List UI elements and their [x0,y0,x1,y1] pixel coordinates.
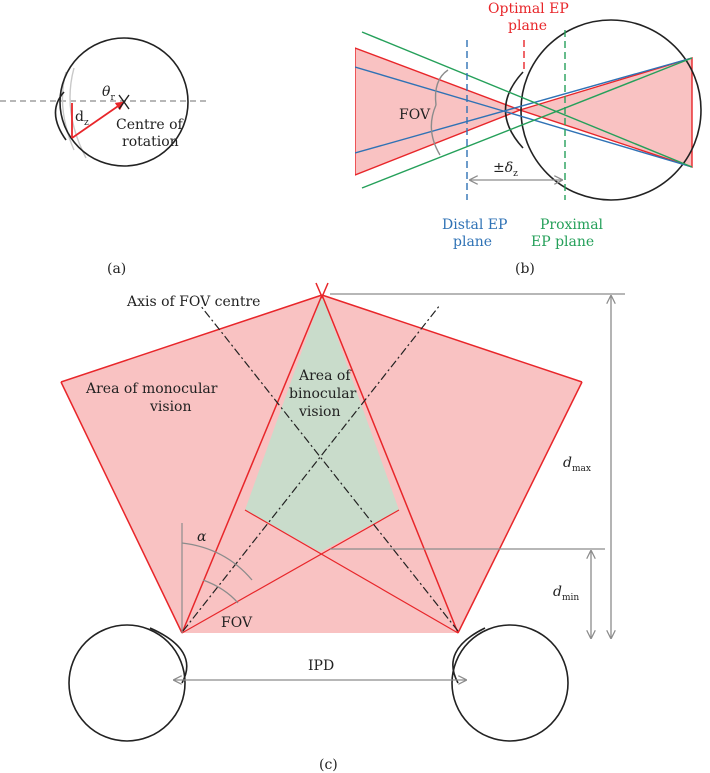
panel-a: θr dz Centre of rotation (a) [0,37,210,277]
ipd-label: IPD [308,658,334,674]
optimal-ep-label-2: plane [508,18,547,34]
eyeball-b [520,19,702,201]
alpha-label: α [197,529,207,545]
fov-arc-c [202,579,239,604]
proximal-ep-label-1: Proximal [540,217,604,233]
panel-b: FOV Optimal EP plane ±δz Distal EP plane… [355,1,702,277]
axis-fov-centre-label: Axis of FOV centre [126,294,260,310]
eyeball-a [59,37,189,167]
proximal-ep-label-2: EP plane [531,234,594,250]
panel-c: Axis of FOV centre Area of monocular vis… [60,282,625,773]
axis-fov-centre-left [182,304,441,632]
distal-ep-label-1: Distal EP [442,217,507,233]
blue-ray-1 [355,57,693,154]
fov-label-b: FOV [399,107,431,123]
green-ray-1 [361,31,693,168]
binocular-label-1: Area of [298,368,352,384]
dz-label: dz [75,109,89,128]
rotated-eye-ghost-2 [69,67,87,159]
optimal-ep-label-1: Optimal EP [488,1,569,17]
cornea-a [54,91,67,141]
left-cornea [149,627,188,684]
right-eyeball [451,624,569,742]
rotation-arrow [71,101,125,139]
fov-cone-left [355,47,522,176]
caption-a: (a) [107,261,126,277]
right-cornea [452,627,486,684]
centre-label-1: Centre of [116,117,184,133]
delta-label: ±δz [493,160,518,179]
fov-label-c: FOV [221,615,253,631]
monocular-label-2: vision [149,399,192,415]
fov-arc-b [430,104,441,156]
distal-ep-label-2: plane [453,234,492,250]
fov-cone-right [517,57,693,168]
fov-arc-b-2 [434,69,449,106]
caption-b: (b) [515,261,535,277]
blue-ray-2 [355,66,693,168]
axis-fov-centre-right [199,304,459,632]
binocular-label-2: binocular [289,386,357,402]
centre-cross [118,94,130,110]
green-ray-2 [361,57,693,189]
binocular-area [245,295,399,552]
left-eyeball [68,624,186,742]
caption-c: (c) [319,757,338,773]
centre-label-2: rotation [122,134,179,150]
dmax-label: dmax [563,455,591,474]
monocular-label-1: Area of monocular [85,381,218,397]
dmin-label: dmin [553,584,579,603]
binocular-label-3: vision [298,404,341,420]
fov-boundaries [60,282,583,634]
alpha-arc [181,542,253,581]
theta-label: θr [102,84,115,103]
